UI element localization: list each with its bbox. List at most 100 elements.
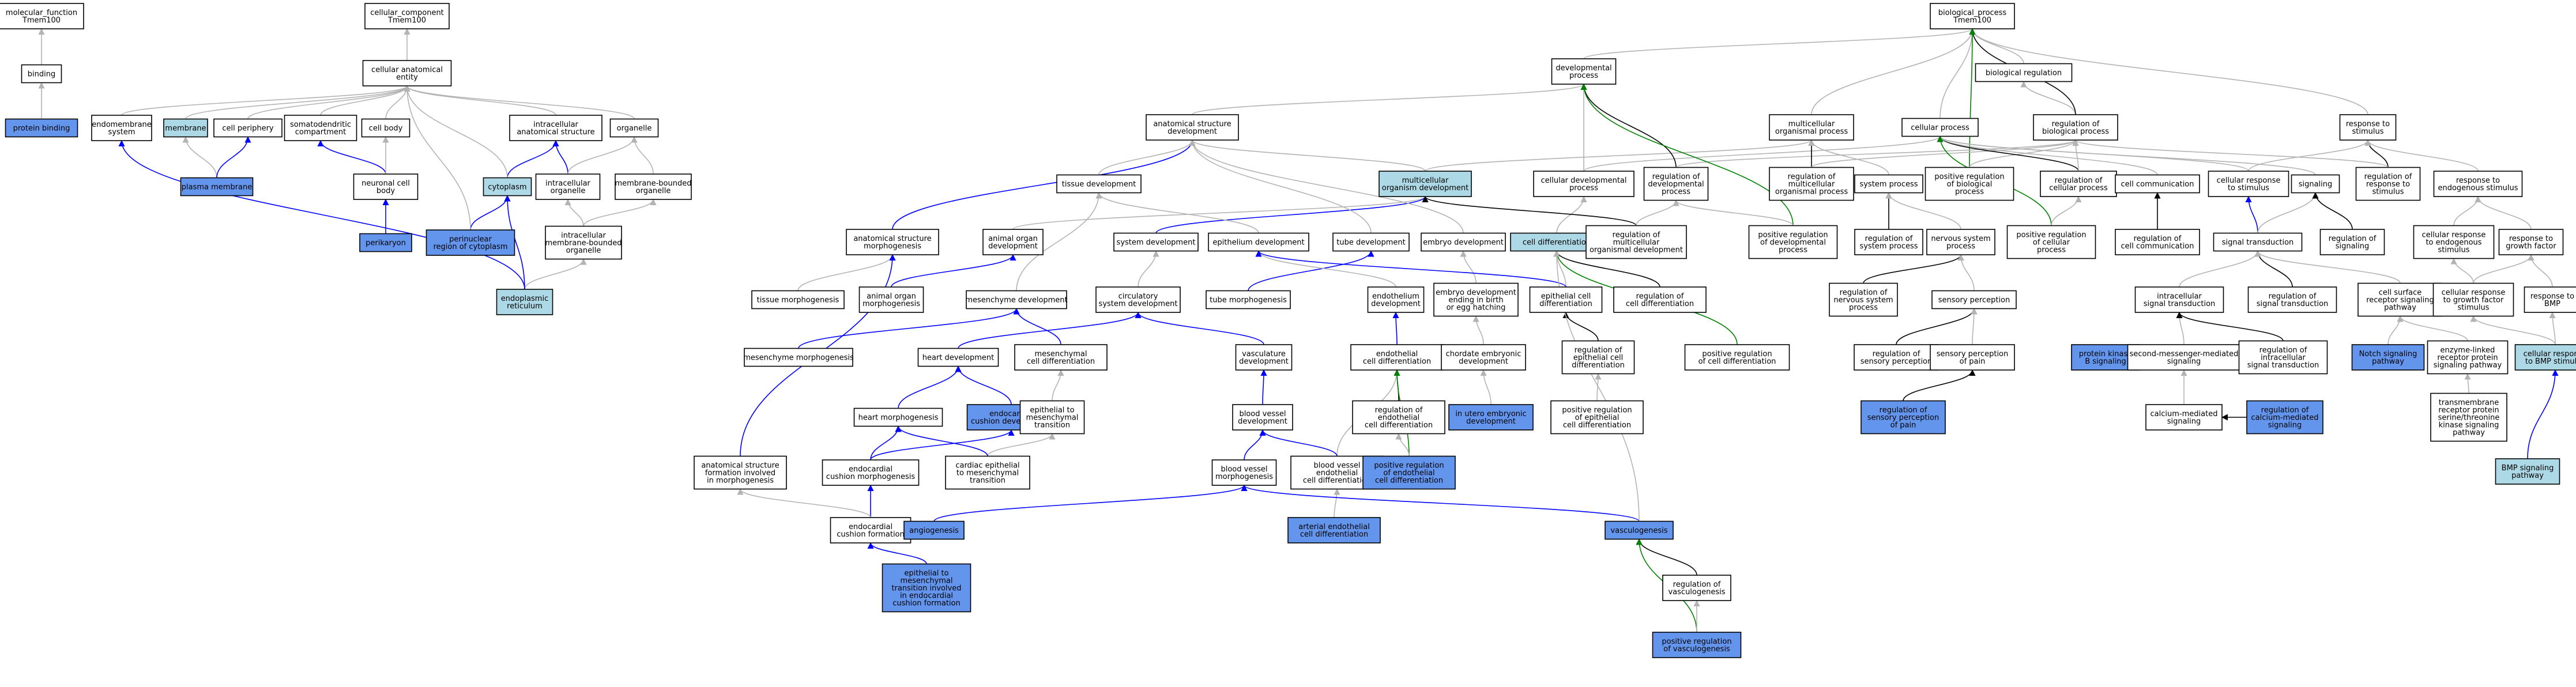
go-term-node-perikaryon[interactable]: perikaryon — [359, 233, 412, 252]
go-term-node-tissue-dev[interactable]: tissue development — [1056, 174, 1142, 194]
go-term-node-system-process[interactable]: system process — [1854, 174, 1923, 194]
go-term-node-tube-morph[interactable]: tube morphogenesis — [1206, 290, 1291, 309]
go-term-node-tissue-morph[interactable]: tissue morphogenesis — [751, 290, 845, 309]
go-term-node-plasma-membrane[interactable]: plasma membrane — [180, 177, 254, 197]
go-term-node-system-dev[interactable]: system development — [1113, 232, 1199, 252]
go-term-node-cell-periphery[interactable]: cell periphery — [213, 118, 283, 138]
go-term-node-cell-comm[interactable]: cell communication — [2115, 174, 2200, 194]
go-term-node-cell-body[interactable]: cell body — [361, 118, 410, 138]
go-term-node-vasculogenesis[interactable]: vasculogenesis — [1605, 520, 1674, 540]
go-term-node-heart-morph[interactable]: heart morphogenesis — [853, 407, 943, 427]
go-term-node-organelle[interactable]: organelle — [609, 118, 659, 138]
go-term-node-protein-binding[interactable]: protein binding — [5, 118, 78, 138]
go-term-node-membrane[interactable]: membrane — [163, 118, 208, 138]
go-term-node-angiogenesis[interactable]: angiogenesis — [903, 520, 965, 540]
go-term-node-cytoplasm[interactable]: cytoplasm — [483, 177, 532, 197]
go-term-node-cellular-process[interactable]: cellular process — [1901, 118, 1979, 137]
go-term-node-mesenchyme-dev[interactable]: mesenchyme development — [965, 290, 1068, 309]
go-term-node-binding[interactable]: binding — [21, 64, 62, 84]
go-term-node-sensory-perception[interactable]: sensory perception — [1931, 290, 2017, 309]
go-term-node-heart-dev[interactable]: heart development — [917, 348, 999, 367]
go-term-node-embryo-dev[interactable]: embryo development — [1421, 232, 1506, 252]
go-term-node-signaling[interactable]: signaling — [2291, 174, 2340, 194]
